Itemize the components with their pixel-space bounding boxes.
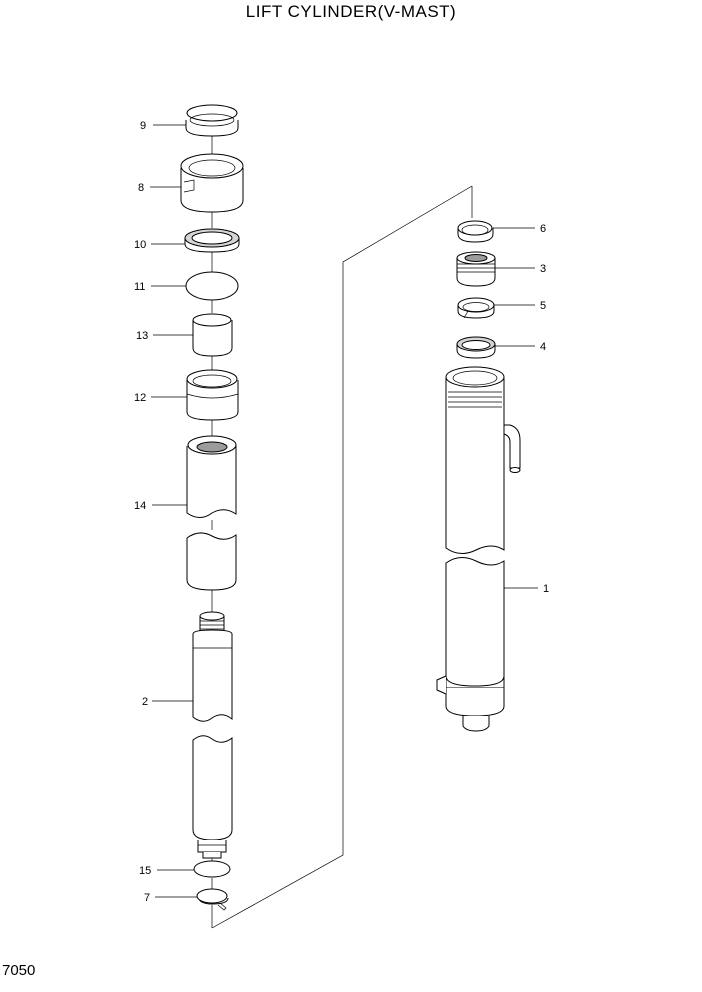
page-code: 7050 xyxy=(2,962,36,979)
callout-2: 2 xyxy=(142,696,148,708)
part-8-gland xyxy=(180,153,244,213)
part-10-ring xyxy=(184,228,240,253)
part-11-o-ring xyxy=(185,271,239,301)
part-12-piston xyxy=(186,369,239,421)
part-1-cylinder-tube xyxy=(436,366,521,732)
part-14-tube xyxy=(186,435,237,591)
callout-10: 10 xyxy=(134,239,146,251)
assembly-boundary xyxy=(211,185,473,929)
callout-labels: 9 8 10 11 13 12 14 2 15 7 6 3 5 4 1 xyxy=(134,120,549,904)
callout-6: 6 xyxy=(540,223,546,235)
callout-3: 3 xyxy=(540,263,546,275)
part-6-wiper xyxy=(457,220,494,243)
callout-8: 8 xyxy=(138,182,144,194)
callout-4: 4 xyxy=(540,341,546,353)
callout-15: 15 xyxy=(139,865,151,877)
part-15-o-ring xyxy=(193,860,231,878)
page-title: LIFT CYLINDER(V-MAST) xyxy=(245,2,457,21)
part-9-wiper xyxy=(185,104,239,137)
part-3-gland xyxy=(456,251,496,287)
part-2-rod xyxy=(192,611,233,859)
part-4-backup-ring xyxy=(456,336,496,359)
part-7-snap-ring xyxy=(196,888,229,911)
callout-14: 14 xyxy=(134,500,146,512)
leader-lines xyxy=(150,124,538,898)
callout-9: 9 xyxy=(140,120,146,132)
part-5-split-ring xyxy=(457,297,495,319)
part-13-bushing xyxy=(192,313,233,357)
callout-7: 7 xyxy=(144,892,150,904)
callout-1: 1 xyxy=(543,583,549,595)
callout-5: 5 xyxy=(540,300,546,312)
callout-13: 13 xyxy=(136,330,148,342)
callout-12: 12 xyxy=(134,392,146,404)
callout-11: 11 xyxy=(134,281,145,293)
